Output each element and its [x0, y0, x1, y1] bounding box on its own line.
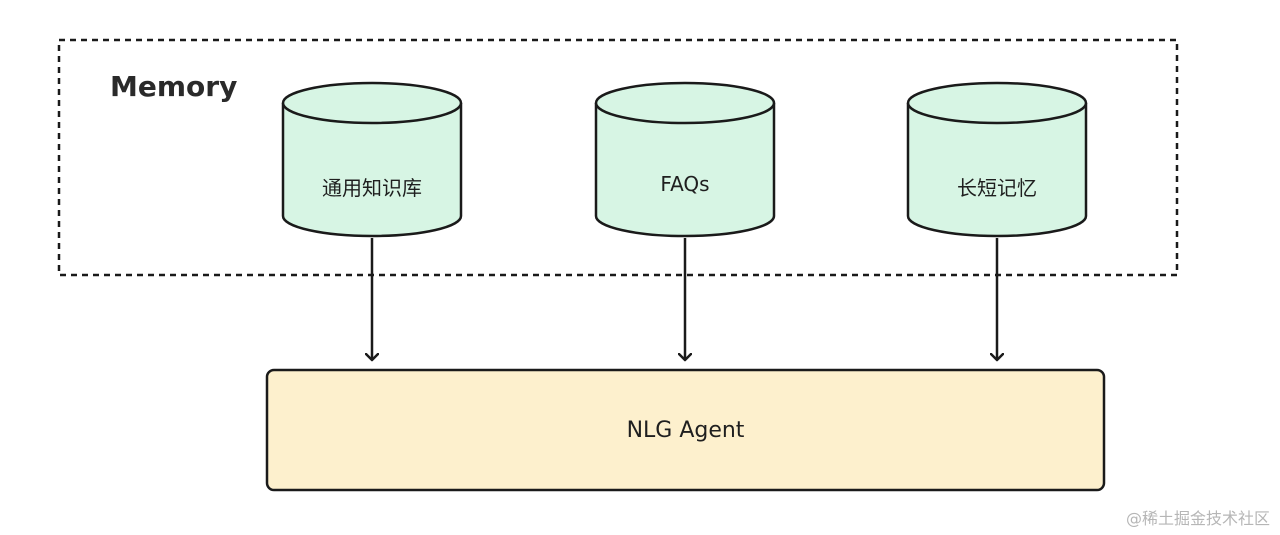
database-cylinder-icon	[906, 81, 1088, 238]
store-label-faqs: FAQs	[660, 172, 710, 196]
agent-label: NLG Agent	[626, 418, 745, 443]
store-label-knowledge-base: 通用知识库	[322, 176, 422, 200]
memory-title: Memory	[110, 70, 238, 103]
store-label-memory: 长短记忆	[957, 176, 1037, 200]
agent-box	[265, 368, 1106, 492]
database-cylinder-icon	[594, 81, 776, 238]
database-cylinder-icon	[281, 81, 463, 238]
memory-container	[57, 38, 1179, 277]
watermark: @稀土掘金技术社区	[1125, 509, 1270, 528]
